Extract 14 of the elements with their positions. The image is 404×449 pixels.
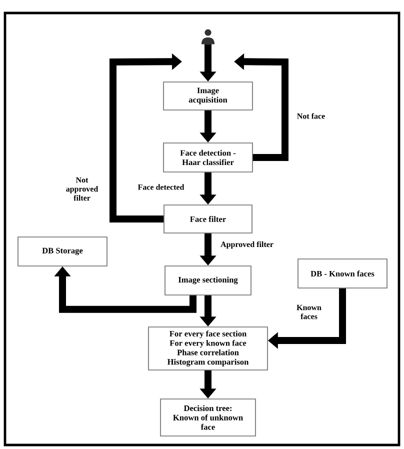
edge-label: Not face xyxy=(296,112,326,120)
person-icon xyxy=(202,29,214,44)
edge-label: Face detected xyxy=(136,183,186,191)
process-box: Image acquisition xyxy=(163,82,253,110)
edge-label: Not approved filter xyxy=(61,176,103,202)
process-box: DB - Known faces xyxy=(298,258,388,288)
process-box: For every face section For every known face Phase correlation Histogram comparison xyxy=(148,326,268,370)
process-box: DB Storage xyxy=(18,236,108,266)
edge-label: Known faces xyxy=(293,304,325,320)
process-box: Decision tree: Known of unknown face xyxy=(160,398,256,436)
edge-label: Approved filter xyxy=(220,240,274,250)
process-box: Face detection - Haar classifier xyxy=(163,142,253,172)
process-box: Face filter xyxy=(164,204,252,234)
process-box: Image sectioning xyxy=(164,266,252,296)
